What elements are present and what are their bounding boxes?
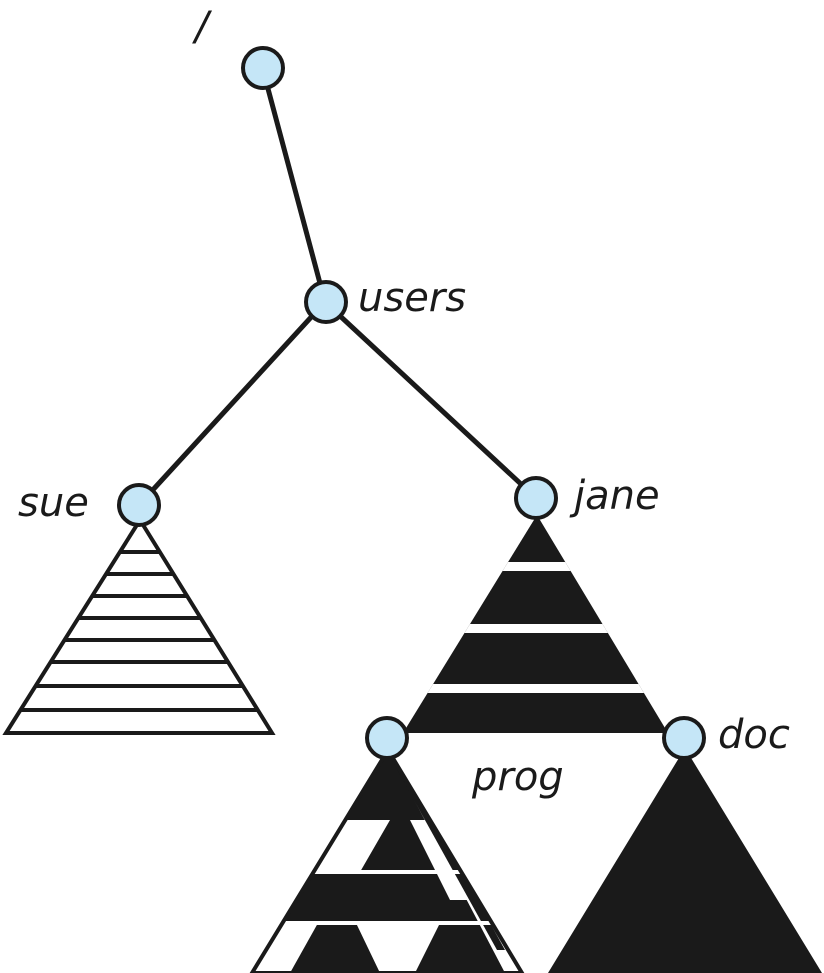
edge-users-jane [322, 299, 539, 501]
subtree-doc [548, 748, 822, 973]
label-jane: jane [569, 473, 660, 519]
subtree-prog [249, 746, 525, 973]
node-root [241, 46, 285, 90]
label-users: users [358, 275, 466, 321]
edge-users-sue [136, 299, 328, 508]
label-prog: prog [471, 754, 564, 800]
node-sue [117, 483, 161, 527]
tree-edges [136, 67, 539, 508]
label-sue: sue [18, 480, 89, 526]
edge-root-users [260, 67, 328, 305]
subtree-sue [2, 516, 276, 735]
label-doc: doc [718, 712, 790, 758]
label-root: / [192, 4, 213, 50]
node-users [304, 280, 348, 324]
subtree-jane [403, 515, 668, 733]
node-prog [365, 716, 409, 760]
node-doc [662, 716, 706, 760]
tree-labels: / users sue jane prog doc [18, 4, 790, 800]
node-jane [514, 476, 558, 520]
tree-nodes [117, 46, 706, 760]
